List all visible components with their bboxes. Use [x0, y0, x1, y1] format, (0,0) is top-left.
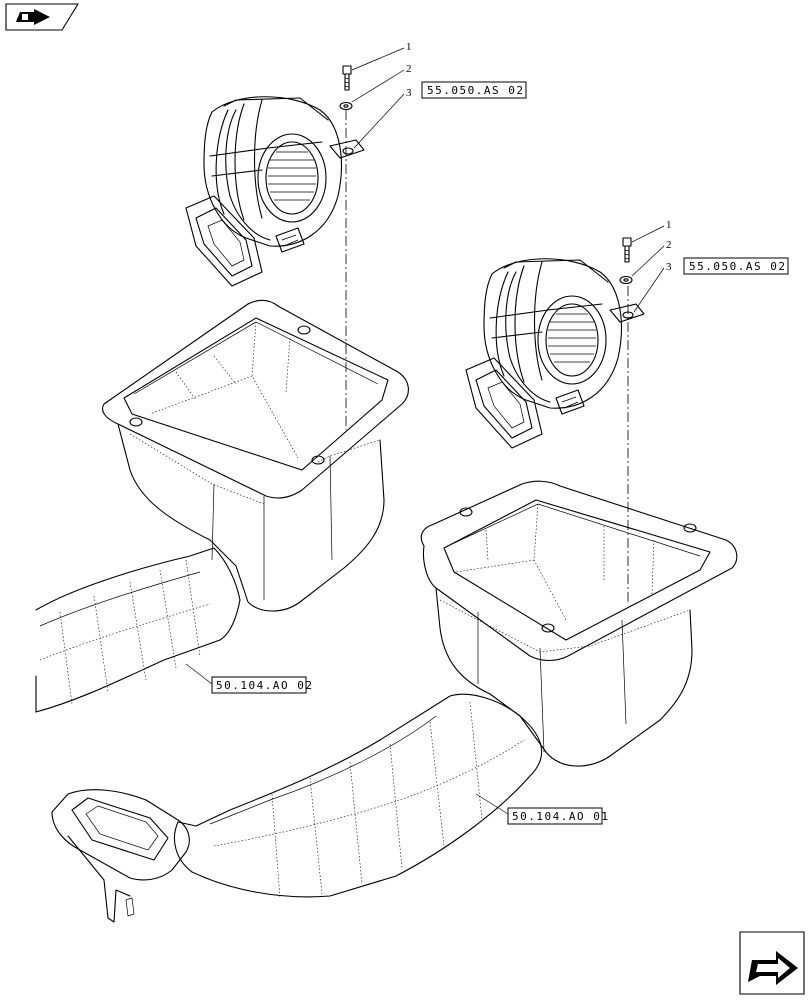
air-box-upper [35, 299, 409, 713]
upper-duct-callout: 50.104.AO 02 [185, 663, 313, 694]
hand-pointing-icon[interactable] [5, 3, 79, 31]
lower-item-1: 1 [666, 219, 672, 231]
ref-lower-duct[interactable]: 50.104.AO 01 [507, 807, 609, 825]
svg-text:50.104.AO 02: 50.104.AO 02 [216, 679, 313, 692]
upper-item-2: 2 [406, 63, 412, 75]
upper-item-3: 3 [406, 87, 412, 99]
air-box-lower [51, 480, 738, 923]
svg-text:55.050.AS 02: 55.050.AS 02 [689, 260, 786, 273]
next-page-arrow-icon[interactable] [739, 931, 805, 995]
lower-duct-callout: 50.104.AO 01 [475, 793, 609, 825]
upper-item-1: 1 [406, 41, 412, 53]
lower-callouts: 1 2 3 55.050.AS 02 [631, 219, 789, 313]
lower-item-2: 2 [666, 239, 672, 251]
blower-motor-upper [185, 65, 365, 287]
upper-callouts: 1 2 3 55.050.AS 02 [351, 41, 527, 149]
svg-text:55.050.AS 02: 55.050.AS 02 [427, 84, 524, 97]
lower-item-3: 3 [666, 261, 672, 273]
ref-lower-motor[interactable]: 55.050.AS 02 [683, 257, 789, 275]
blower-motor-lower [465, 237, 645, 449]
ref-upper-duct[interactable]: 50.104.AO 02 [211, 676, 313, 694]
ref-upper-motor[interactable]: 55.050.AS 02 [421, 81, 527, 99]
svg-text:50.104.AO 01: 50.104.AO 01 [512, 810, 609, 823]
